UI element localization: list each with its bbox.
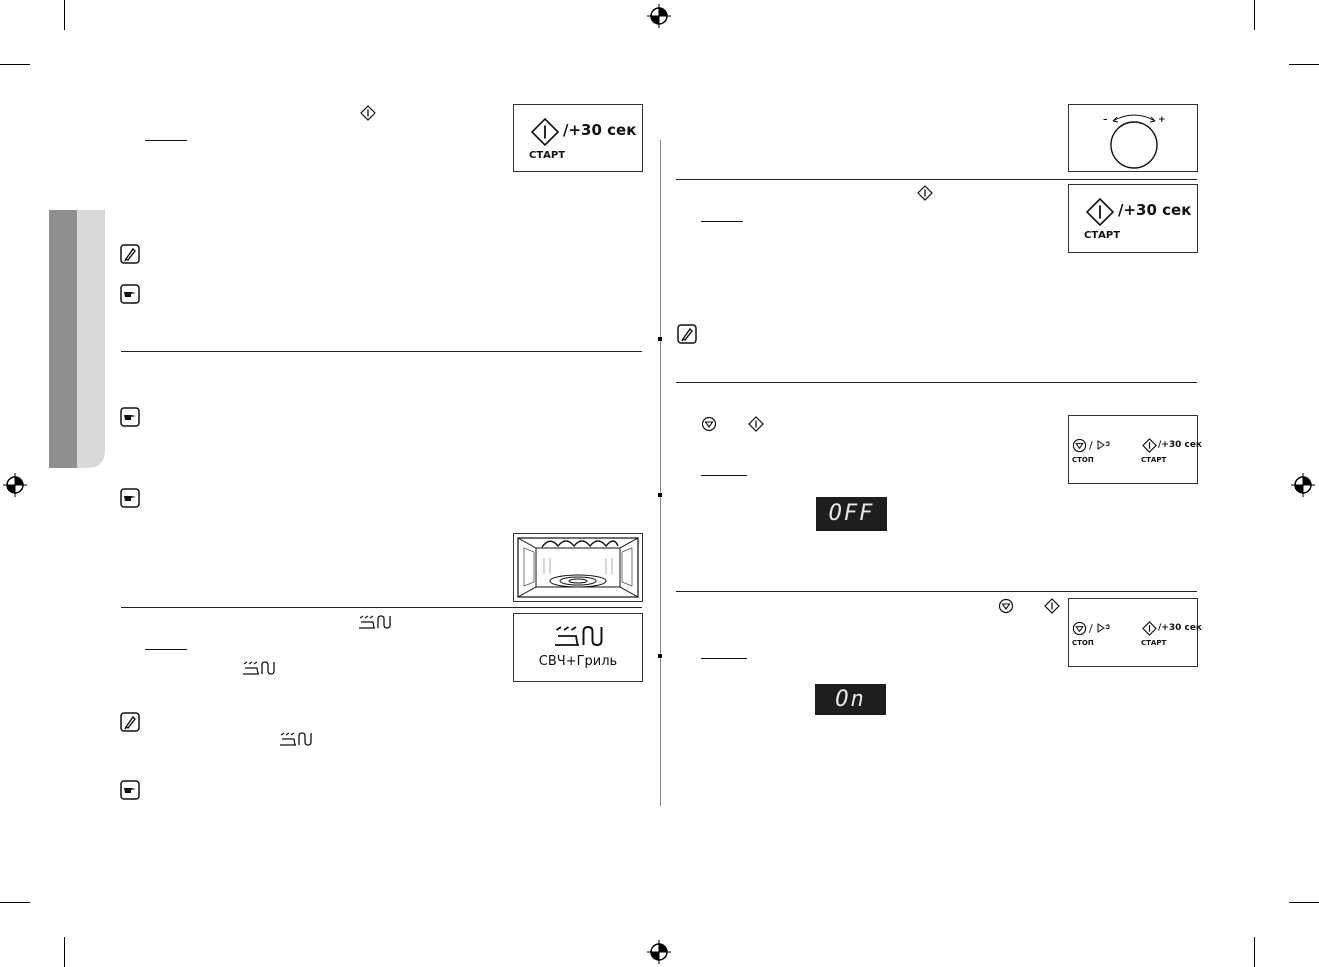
pencil-note-icon (120, 244, 140, 264)
eco-icon (1097, 440, 1110, 450)
hand-pointing-icon (120, 780, 140, 800)
stop-icon (701, 416, 717, 432)
crop-mark (1289, 902, 1319, 903)
section-divider (121, 607, 642, 608)
stop-icon (1072, 438, 1087, 453)
start-diamond-icon (1085, 197, 1115, 227)
registration-mark-icon (3, 473, 27, 497)
crop-mark (64, 937, 65, 967)
display-off: OFF (816, 497, 887, 531)
start-diamond-icon (917, 185, 933, 201)
plus30-label: /+30 сек (1158, 623, 1203, 633)
eco-icon (1097, 623, 1110, 633)
plus30-label: /+30 сек (1158, 440, 1203, 450)
start-button-panel: /+30 сек СТАРТ (513, 104, 643, 172)
divider-dot (658, 337, 662, 341)
combo-button-panel: СВЧ+Гриль (513, 613, 643, 682)
start-diamond-icon (748, 416, 764, 432)
eco-slash: / (1089, 622, 1093, 635)
start-label: СТАРТ (1141, 456, 1167, 464)
section-divider (676, 591, 1197, 592)
dial-knob-icon (1110, 114, 1158, 169)
start-label: СТАРТ (1084, 230, 1121, 241)
start-diamond-icon (360, 105, 376, 121)
pencil-note-icon (120, 712, 140, 732)
pencil-note-icon (677, 324, 697, 344)
oven-interior-illustration (513, 533, 643, 602)
microwave-grill-icon (359, 615, 391, 629)
start-diamond-icon (1142, 621, 1157, 636)
dial-plus: + (1158, 115, 1166, 125)
plus30-label: /+30 сек (563, 121, 637, 139)
start-diamond-icon (1044, 598, 1060, 614)
start-button-panel: /+30 сек СТАРТ (1068, 184, 1198, 253)
dial-minus: – (1103, 115, 1108, 125)
display-on: On (815, 684, 886, 715)
registration-mark-icon (647, 4, 671, 28)
divider-dot (658, 654, 662, 658)
microwave-grill-icon (555, 626, 603, 646)
column-divider (660, 140, 661, 806)
eco-slash: / (1089, 439, 1093, 452)
section-divider (676, 382, 1197, 383)
crop-mark (0, 64, 30, 65)
hand-pointing-icon (120, 284, 140, 304)
stop-icon (998, 598, 1014, 614)
divider-dot (658, 493, 662, 497)
crop-mark (1254, 0, 1255, 30)
stop-label: СТОП (1072, 456, 1094, 464)
crop-mark (0, 902, 30, 903)
crop-mark (1289, 64, 1319, 65)
start-diamond-icon (530, 117, 560, 147)
stop-start-panel: / СТОП /+30 сек СТАРТ (1068, 598, 1202, 667)
microwave-grill-icon (280, 732, 312, 746)
start-label: СТАРТ (1141, 639, 1167, 647)
result-underline (145, 649, 187, 650)
dial-panel: – + (1068, 104, 1198, 172)
microwave-grill-icon (243, 661, 275, 675)
registration-mark-icon (1291, 473, 1315, 497)
result-underline (145, 140, 187, 141)
start-label: СТАРТ (529, 150, 566, 161)
crop-mark (1254, 937, 1255, 967)
hand-pointing-icon (120, 407, 140, 427)
stop-icon (1072, 621, 1087, 636)
stop-label: СТОП (1072, 639, 1094, 647)
section-tab (49, 210, 105, 468)
section-divider (676, 179, 1197, 180)
result-underline (701, 221, 743, 222)
plus30-label: /+30 сек (1118, 201, 1192, 219)
start-diamond-icon (1142, 438, 1157, 453)
hand-pointing-icon (120, 488, 140, 508)
result-underline (701, 475, 747, 476)
registration-mark-icon (647, 940, 671, 964)
crop-mark (64, 0, 65, 30)
result-underline (701, 658, 747, 659)
combo-label: СВЧ+Гриль (538, 654, 618, 669)
section-divider (121, 351, 642, 352)
stop-start-panel: / СТОП /+30 сек СТАРТ (1068, 415, 1202, 484)
